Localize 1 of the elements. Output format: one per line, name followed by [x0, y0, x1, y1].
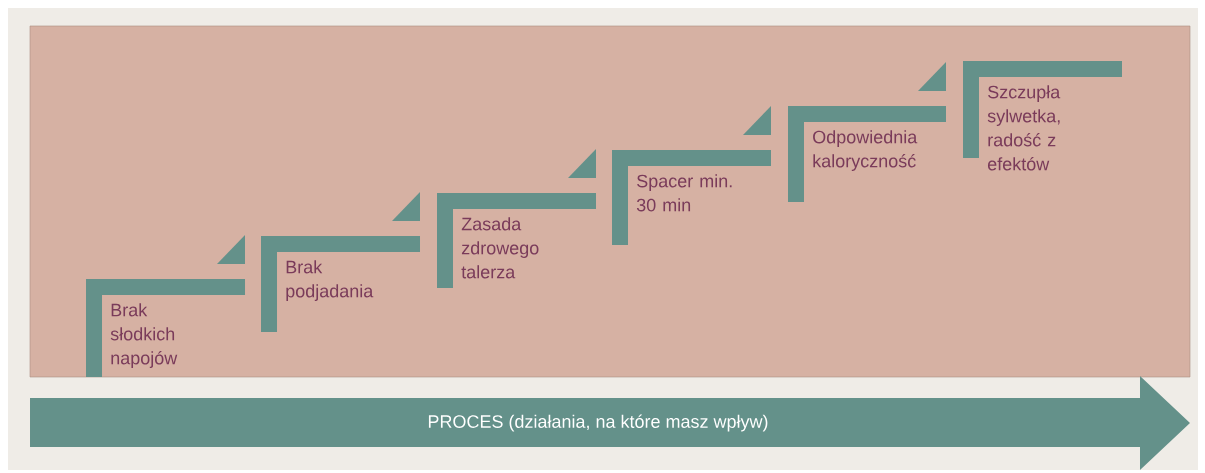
node-label: efektów	[987, 156, 1050, 171]
